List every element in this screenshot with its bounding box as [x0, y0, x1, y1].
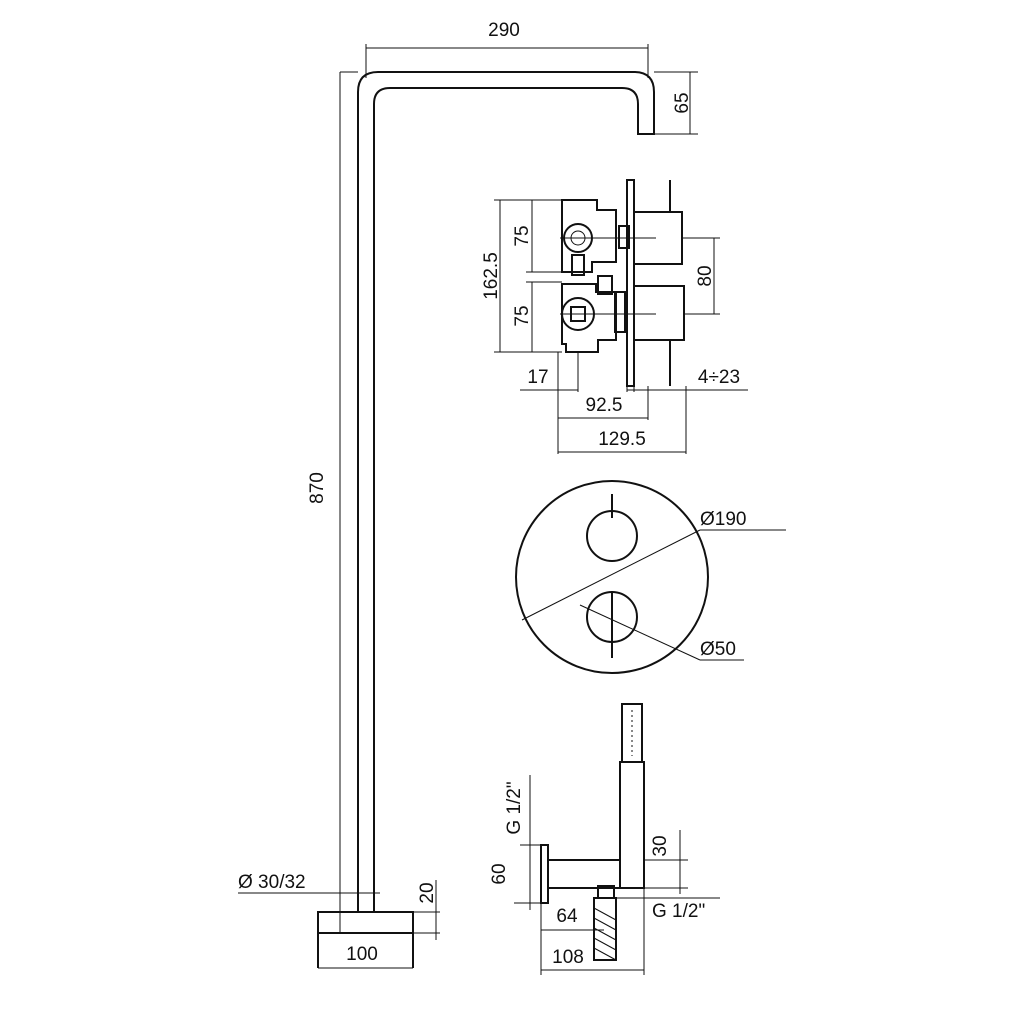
- dim-label-75-upper: 75: [512, 225, 533, 246]
- hand-shower-handle: [619, 761, 645, 889]
- dim-label-4-23: 4÷23: [698, 367, 740, 388]
- dim-flange: G 1/2" 60: [489, 775, 541, 910]
- dim-handle-spacing: 80: [682, 237, 720, 315]
- dim-column-height: 870: [307, 71, 358, 934]
- lower-knob: [633, 285, 685, 341]
- dim-label-17: 17: [527, 367, 548, 388]
- dim-arm-length: 64 108: [540, 888, 645, 975]
- dim-label-870: 870: [307, 472, 328, 504]
- dim-valve-vertical: 162.5 75 75: [481, 199, 562, 353]
- upper-knob-front: [586, 510, 638, 562]
- dim-label-108: 108: [552, 947, 584, 968]
- dim-pipe-diameter: Ø 30/32: [238, 872, 380, 894]
- dim-label-100: 100: [346, 944, 378, 965]
- dim-label-pipe: Ø 30/32: [238, 872, 306, 893]
- dim-label-65: 65: [672, 92, 693, 113]
- dim-label-162-5: 162.5: [481, 252, 502, 300]
- wall-plate: [626, 179, 635, 387]
- dim-column-width: 290: [365, 20, 649, 78]
- column-base: [317, 911, 414, 934]
- dim-spout-drop: 65: [654, 71, 698, 135]
- dim-valve-horizontal: 17 4÷23 92.5 129.5: [520, 352, 748, 454]
- outlet-thread: [593, 897, 617, 961]
- holder-arm: [547, 859, 621, 889]
- dim-label-64: 64: [556, 906, 578, 927]
- dim-label-60: 60: [489, 863, 510, 884]
- dim-arm-height: 30: [644, 830, 688, 894]
- wall-flange: [540, 844, 549, 904]
- dim-label-80: 80: [695, 265, 716, 286]
- valve-front-view: Ø190 Ø50: [515, 480, 786, 674]
- dim-label-20: 20: [417, 882, 438, 903]
- valve-side-view: [560, 179, 685, 387]
- wall-plate-front: [515, 480, 709, 674]
- dim-base-height: 20: [413, 880, 440, 940]
- hand-shower-head: [621, 703, 643, 763]
- dim-label-g12-horizontal: G 1/2": [652, 901, 705, 922]
- dim-label-190: Ø190: [700, 509, 746, 530]
- dim-label-92-5: 92.5: [586, 395, 623, 416]
- dim-label-g12-vertical: G 1/2": [504, 781, 525, 834]
- dim-label-290: 290: [488, 20, 520, 41]
- dim-label-50: Ø50: [700, 639, 736, 660]
- shower-column: [317, 71, 655, 968]
- dim-label-75-lower: 75: [512, 305, 533, 326]
- dim-base-width: 100: [318, 944, 413, 969]
- hand-shower-assembly: [540, 703, 645, 961]
- dim-label-30: 30: [650, 835, 671, 856]
- dim-outlet-thread: G 1/2": [616, 897, 720, 922]
- dim-label-129-5: 129.5: [598, 429, 646, 450]
